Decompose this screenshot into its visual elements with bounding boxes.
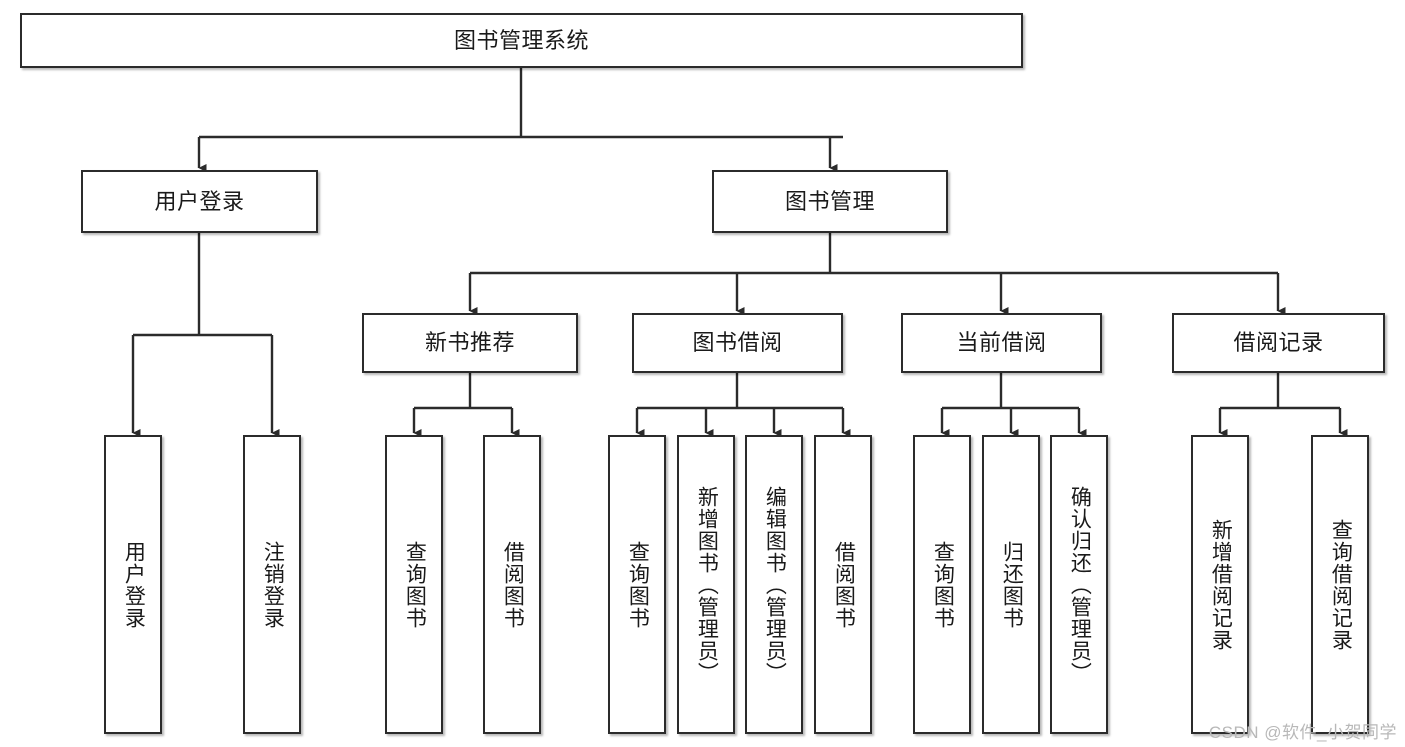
- node-leaf-user-login[interactable]: 用户登录: [104, 435, 162, 734]
- node-leaf-query-record[interactable]: 查询借阅记录: [1311, 435, 1369, 734]
- node-leaf-edit-book[interactable]: 编辑图书（管理员）: [745, 435, 803, 734]
- node-label-leaf-logout: 注销登录: [261, 540, 285, 629]
- node-leaf-logout[interactable]: 注销登录: [243, 435, 301, 734]
- node-leaf-query-book-1[interactable]: 查询图书: [385, 435, 443, 734]
- node-user-login[interactable]: 用户登录: [81, 170, 318, 233]
- node-label-book-manage: 图书管理: [784, 188, 875, 214]
- node-label-leaf-user-login: 用户登录: [122, 540, 146, 629]
- node-root[interactable]: 图书管理系统: [20, 13, 1023, 68]
- node-leaf-query-book-2[interactable]: 查询图书: [608, 435, 666, 734]
- node-label-leaf-add-book: 新增图书（管理员）: [695, 485, 719, 684]
- node-label-root: 图书管理系统: [453, 27, 589, 53]
- node-leaf-add-book[interactable]: 新增图书（管理员）: [677, 435, 735, 734]
- node-label-leaf-confirm-return: 确认归还（管理员）: [1068, 485, 1092, 684]
- node-new-book-recommend[interactable]: 新书推荐: [362, 313, 578, 373]
- node-book-manage[interactable]: 图书管理: [712, 170, 948, 233]
- node-leaf-add-record[interactable]: 新增借阅记录: [1191, 435, 1249, 734]
- node-label-leaf-query-book-1: 查询图书: [403, 540, 427, 629]
- node-label-leaf-add-record: 新增借阅记录: [1209, 518, 1233, 651]
- node-label-book-borrow: 图书借阅: [692, 330, 783, 356]
- node-label-user-login: 用户登录: [154, 188, 245, 214]
- node-label-new-book-recommend: 新书推荐: [424, 330, 515, 356]
- node-leaf-borrow-book-2[interactable]: 借阅图书: [814, 435, 872, 734]
- node-current-borrow[interactable]: 当前借阅: [901, 313, 1102, 373]
- node-label-leaf-query-record: 查询借阅记录: [1329, 518, 1353, 651]
- node-leaf-return-book[interactable]: 归还图书: [982, 435, 1040, 734]
- node-label-leaf-borrow-book-1: 借阅图书: [501, 540, 525, 629]
- node-leaf-borrow-book-1[interactable]: 借阅图书: [483, 435, 541, 734]
- node-label-leaf-borrow-book-2: 借阅图书: [832, 540, 856, 629]
- node-book-borrow[interactable]: 图书借阅: [632, 313, 843, 373]
- node-borrow-record[interactable]: 借阅记录: [1172, 313, 1385, 373]
- node-leaf-confirm-return[interactable]: 确认归还（管理员）: [1050, 435, 1108, 734]
- node-label-leaf-query-book-2: 查询图书: [626, 540, 650, 629]
- node-label-leaf-edit-book: 编辑图书（管理员）: [763, 485, 787, 684]
- edge-group: [131, 68, 1348, 438]
- node-leaf-query-book-3[interactable]: 查询图书: [913, 435, 971, 734]
- node-label-borrow-record: 借阅记录: [1233, 330, 1324, 356]
- node-label-current-borrow: 当前借阅: [956, 330, 1047, 356]
- node-label-leaf-return-book: 归还图书: [1000, 540, 1024, 629]
- node-label-leaf-query-book-3: 查询图书: [931, 540, 955, 629]
